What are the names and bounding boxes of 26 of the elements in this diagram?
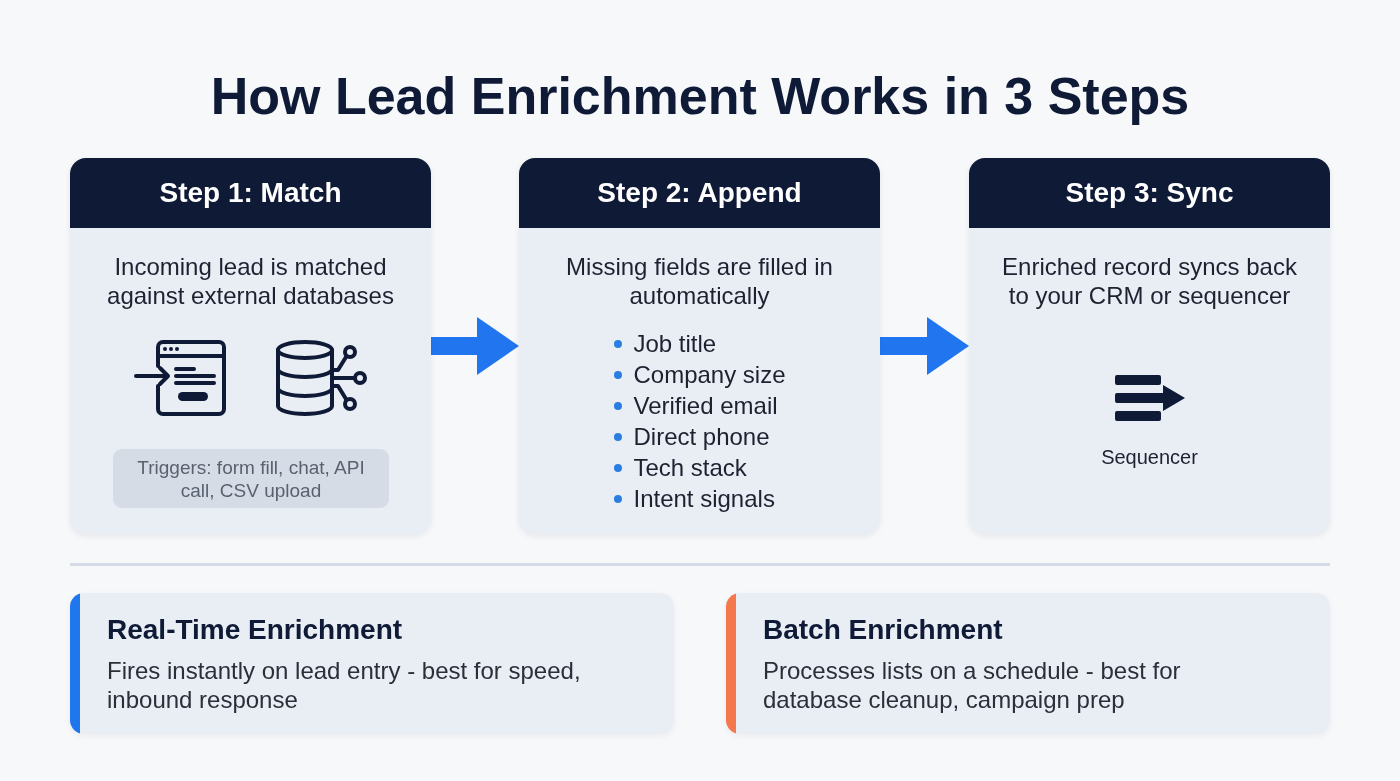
flow-arrow bbox=[431, 317, 519, 375]
step-card bbox=[70, 158, 431, 534]
step-title: Step 2: Append bbox=[597, 176, 802, 210]
bullet-item: Direct phone bbox=[613, 421, 786, 452]
bullet-item: Tech stack bbox=[613, 452, 786, 483]
step-card bbox=[969, 158, 1330, 534]
note-text: Processes lists on a schedule - best for database cleanup, campaign prep bbox=[763, 656, 1182, 714]
step-description: Enriched record syncs back to your CRM or sequencer bbox=[1001, 252, 1298, 310]
step-description: Incoming lead is matched against external databases bbox=[106, 252, 395, 310]
step-card bbox=[519, 158, 880, 534]
note-heading: Real-Time Enrichment bbox=[107, 613, 403, 647]
bullet-item: Job title bbox=[613, 328, 786, 359]
icon-caption: Sequencer bbox=[1101, 445, 1198, 469]
info-card bbox=[70, 593, 674, 734]
step-description: Missing fields are filled in automatically bbox=[565, 252, 834, 310]
triggers-note: Triggers: form fill, chat, API call, CSV upload bbox=[113, 449, 389, 508]
note-heading: Batch Enrichment bbox=[763, 613, 1003, 647]
note-text: Fires instantly on lead entry - best for speed, inbound response bbox=[107, 656, 582, 714]
flow-arrow bbox=[880, 317, 969, 375]
bullet-item: Company size bbox=[613, 359, 786, 390]
bullet-item: Verified email bbox=[613, 390, 786, 421]
step-title: Step 3: Sync bbox=[1065, 176, 1234, 210]
step-title: Step 1: Match bbox=[159, 176, 342, 210]
info-card bbox=[726, 593, 1330, 734]
bullet-item: Intent signals bbox=[613, 483, 786, 514]
diagram-title: How Lead Enrichment Works in 3 Steps bbox=[210, 66, 1190, 126]
